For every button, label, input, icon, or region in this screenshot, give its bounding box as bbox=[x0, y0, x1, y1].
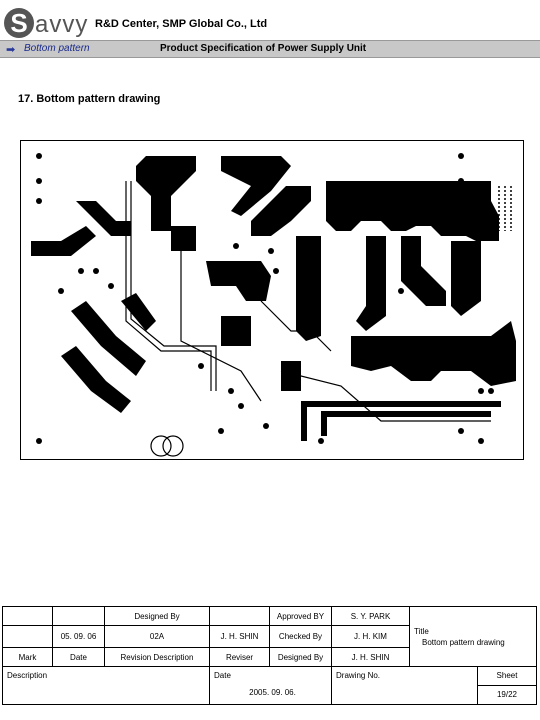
empty-cell bbox=[2, 625, 53, 648]
date-label-2: Date bbox=[214, 671, 231, 680]
checked-by-label: Checked By bbox=[269, 625, 332, 648]
title-value: Bottom pattern drawing bbox=[422, 637, 505, 647]
reviser-name: J. H. SHIN bbox=[209, 625, 270, 648]
checker-name: J. H. KIM bbox=[331, 625, 410, 648]
sheet-cell: Sheet 19/22 bbox=[477, 666, 537, 705]
sheet-value: 19/22 bbox=[496, 690, 518, 699]
revision-description-label: Revision Description bbox=[104, 647, 210, 667]
section-label: Bottom pattern bbox=[24, 43, 90, 54]
designed-by-label-2: Designed By bbox=[269, 647, 332, 667]
logo-wordmark: avvy bbox=[35, 11, 89, 38]
approved-by-label: Approved BY bbox=[269, 606, 332, 626]
mark-label: Mark bbox=[2, 647, 53, 667]
designer-name: J. H. SHIN bbox=[331, 647, 410, 667]
company-name: R&D Center, SMP Global Co., Ltd bbox=[95, 18, 268, 30]
title-block: Designed By Approved BY S. Y. PARK Title… bbox=[2, 606, 537, 705]
empty-cell bbox=[2, 606, 53, 626]
pcb-bottom-pattern-drawing bbox=[20, 140, 524, 460]
title-cell: Title Bottom pattern drawing bbox=[409, 606, 537, 667]
reviser-label: Reviser bbox=[209, 647, 270, 667]
date-label: Date bbox=[52, 647, 105, 667]
arrow-right-icon: ➡ bbox=[6, 44, 16, 56]
sheet-label: Sheet bbox=[478, 667, 536, 686]
header-bar: ➡ Bottom pattern Product Specification o… bbox=[0, 40, 540, 58]
empty-cell bbox=[52, 606, 105, 626]
page-heading: 17. Bottom pattern drawing bbox=[18, 93, 161, 105]
pcb-pattern-image bbox=[31, 153, 516, 457]
logo-initial: S bbox=[4, 8, 34, 38]
date-cell: Date 2005. 09. 06. bbox=[209, 666, 332, 705]
company-logo: S avvy bbox=[4, 8, 88, 39]
document-title: Product Specification of Power Supply Un… bbox=[160, 43, 367, 54]
revision-date: 05. 09. 06 bbox=[52, 625, 105, 648]
designed-by-label: Designed By bbox=[104, 606, 210, 626]
revision-code: 02A bbox=[104, 625, 210, 648]
date-value: 2005. 09. 06. bbox=[249, 688, 296, 697]
title-label: Title bbox=[414, 626, 429, 636]
approver-name: S. Y. PARK bbox=[331, 606, 410, 626]
drawing-no-label: Drawing No. bbox=[331, 666, 478, 705]
empty-cell bbox=[209, 606, 270, 626]
description-label: Description bbox=[2, 666, 210, 705]
